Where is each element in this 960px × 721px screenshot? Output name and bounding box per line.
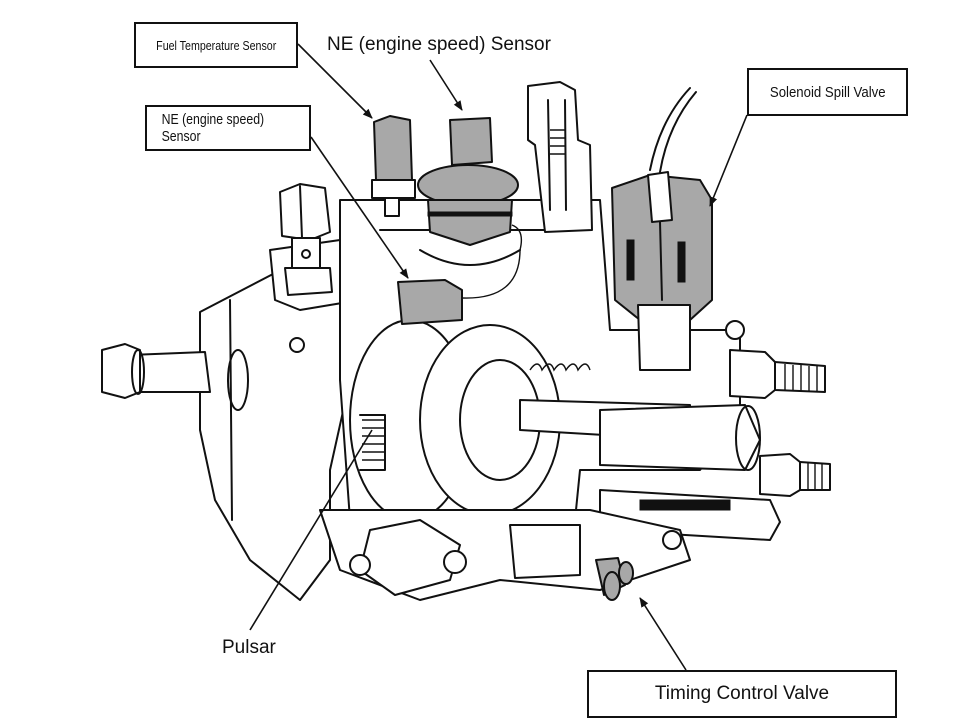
leader-spill-valve [709,114,748,207]
ne-pickup-part [397,224,523,325]
label-ne-sensor-boxed: NE (engine speed) Sensor [145,105,311,151]
label-pulsar: Pulsar [222,637,276,658]
label-text: Solenoid Spill Valve [769,83,886,101]
leader-fuel-temp [297,43,373,119]
delivery-fittings [729,349,831,497]
lower-housing [319,509,691,601]
pulsar-drum [349,319,561,521]
solenoid-spill-valve-part [611,87,745,371]
label-text: NE (engine speed) Sensor [161,111,265,145]
label-text: Fuel Temperature Sensor [155,37,277,53]
inlet-fitting [279,183,333,296]
label-text: Timing Control Valve [654,683,830,704]
label-ne-sensor-top: NE (engine speed) Sensor [327,34,551,55]
label-solenoid-spill-valve: Solenoid Spill Valve [747,68,908,116]
timing-control-valve-part [595,557,634,601]
leader-ne-top [429,59,463,111]
fuel-temperature-sensor-part [371,115,416,217]
leader-timing [639,597,687,671]
regulator-column [527,81,593,233]
label-fuel-temperature-sensor: Fuel Temperature Sensor [134,22,298,68]
plunger-assembly [519,363,761,471]
ne-sensor-part [417,117,519,246]
leader-ne-boxed [310,136,409,279]
leader-pulsar [249,429,373,631]
drive-shaft [101,343,211,399]
leader-lines [249,43,748,671]
label-timing-control-valve: Timing Control Valve [587,670,897,718]
